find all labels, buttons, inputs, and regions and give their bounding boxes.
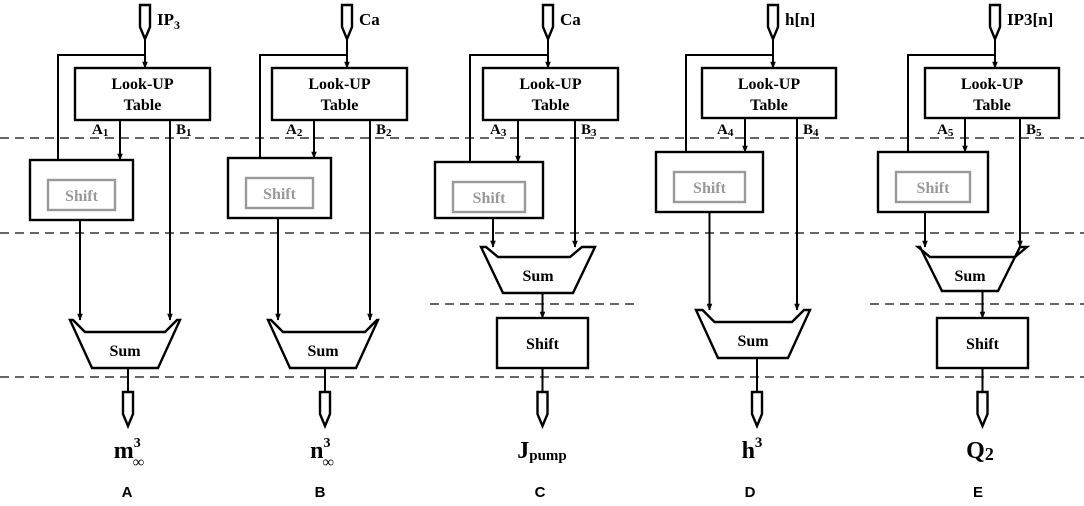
coef-a-label: A5 (937, 122, 954, 139)
sum-block (479, 245, 597, 295)
shift-inner (244, 176, 315, 210)
coef-a-label: A2 (286, 122, 303, 139)
input-pin (766, 3, 780, 43)
output-label: Q2 (966, 438, 994, 464)
lookup-table-label-1: Look-UP (738, 76, 800, 93)
shift-label: Shift (473, 190, 507, 207)
lookup-table (73, 66, 212, 122)
feed-wire (467, 54, 548, 181)
sum-block (266, 318, 380, 370)
panel-caption: C (535, 484, 546, 501)
panel-caption: A (122, 484, 133, 501)
input-pin (988, 3, 1002, 43)
output-shift-block (495, 316, 590, 370)
panel-caption: D (745, 484, 756, 501)
output-pin (121, 390, 135, 430)
lookup-table (923, 66, 1061, 120)
lookup-table-label-2: Table (124, 97, 162, 114)
panel-caption: E (973, 484, 983, 501)
shift-label: Shift (693, 180, 727, 197)
output-label: Jpump (517, 438, 567, 464)
output-shift-label: Shift (526, 336, 560, 353)
input-pin (138, 3, 152, 43)
input-label: IP3 (157, 10, 180, 32)
input-label: IP3[n] (1007, 10, 1053, 29)
output-pin (976, 390, 989, 430)
coef-b-label: B2 (376, 122, 392, 139)
sum-label: Sum (522, 268, 554, 285)
sum-label: Sum (307, 343, 339, 360)
coef-a-label: A1 (92, 122, 108, 139)
feed-wire (55, 54, 145, 179)
lookup-table (270, 66, 409, 122)
lookup-table-label-1: Look-UP (519, 76, 581, 93)
input-pin (340, 3, 354, 43)
lookup-table (700, 66, 838, 120)
coef-a-label: A4 (717, 122, 734, 139)
sum-label: Sum (954, 268, 986, 285)
lookup-table-label-2: Table (973, 97, 1011, 114)
panel-caption: B (315, 484, 326, 501)
sum-block (694, 308, 812, 360)
shift-label: Shift (917, 180, 951, 197)
coef-a-label: A3 (490, 122, 507, 139)
lookup-table-label-2: Table (532, 97, 570, 114)
lookup-table-label-1: Look-UP (961, 76, 1023, 93)
coef-b-label: B4 (803, 122, 819, 139)
output-shift-block (935, 316, 1030, 370)
shift-inner (672, 170, 747, 204)
shift-inner (451, 180, 527, 214)
lookup-table-label-1: Look-UP (308, 76, 370, 93)
coef-b-label: B5 (1026, 122, 1042, 139)
input-pin (541, 3, 555, 43)
sum-block (914, 245, 1031, 293)
output-pin (536, 390, 549, 430)
sum-label: Sum (109, 343, 141, 360)
shift-inner (46, 178, 117, 212)
lookup-table-label-2: Table (321, 97, 359, 114)
feed-wire (905, 54, 995, 171)
lookup-table-label-2: Table (750, 97, 788, 114)
feed-wire (257, 54, 347, 177)
input-label: Ca (359, 10, 380, 29)
coef-b-label: B1 (176, 122, 192, 139)
output-label: h3 (742, 435, 763, 464)
sum-block (68, 318, 182, 370)
output-label: n3∞ (310, 436, 334, 471)
lookup-table-label-1: Look-UP (111, 76, 173, 93)
shift-label: Shift (65, 188, 99, 205)
input-label: Ca (560, 10, 581, 29)
output-pin (318, 390, 332, 430)
coef-b-label: B3 (581, 122, 597, 139)
shift-label: Shift (263, 186, 297, 203)
output-shift-label: Shift (966, 336, 1000, 353)
output-pin (750, 390, 764, 430)
input-label: h[n] (785, 10, 815, 29)
feed-wire (683, 54, 773, 171)
output-label: m3∞ (114, 436, 144, 471)
sum-label: Sum (737, 333, 769, 350)
lookup-table (481, 66, 620, 122)
shift-inner (894, 170, 972, 204)
